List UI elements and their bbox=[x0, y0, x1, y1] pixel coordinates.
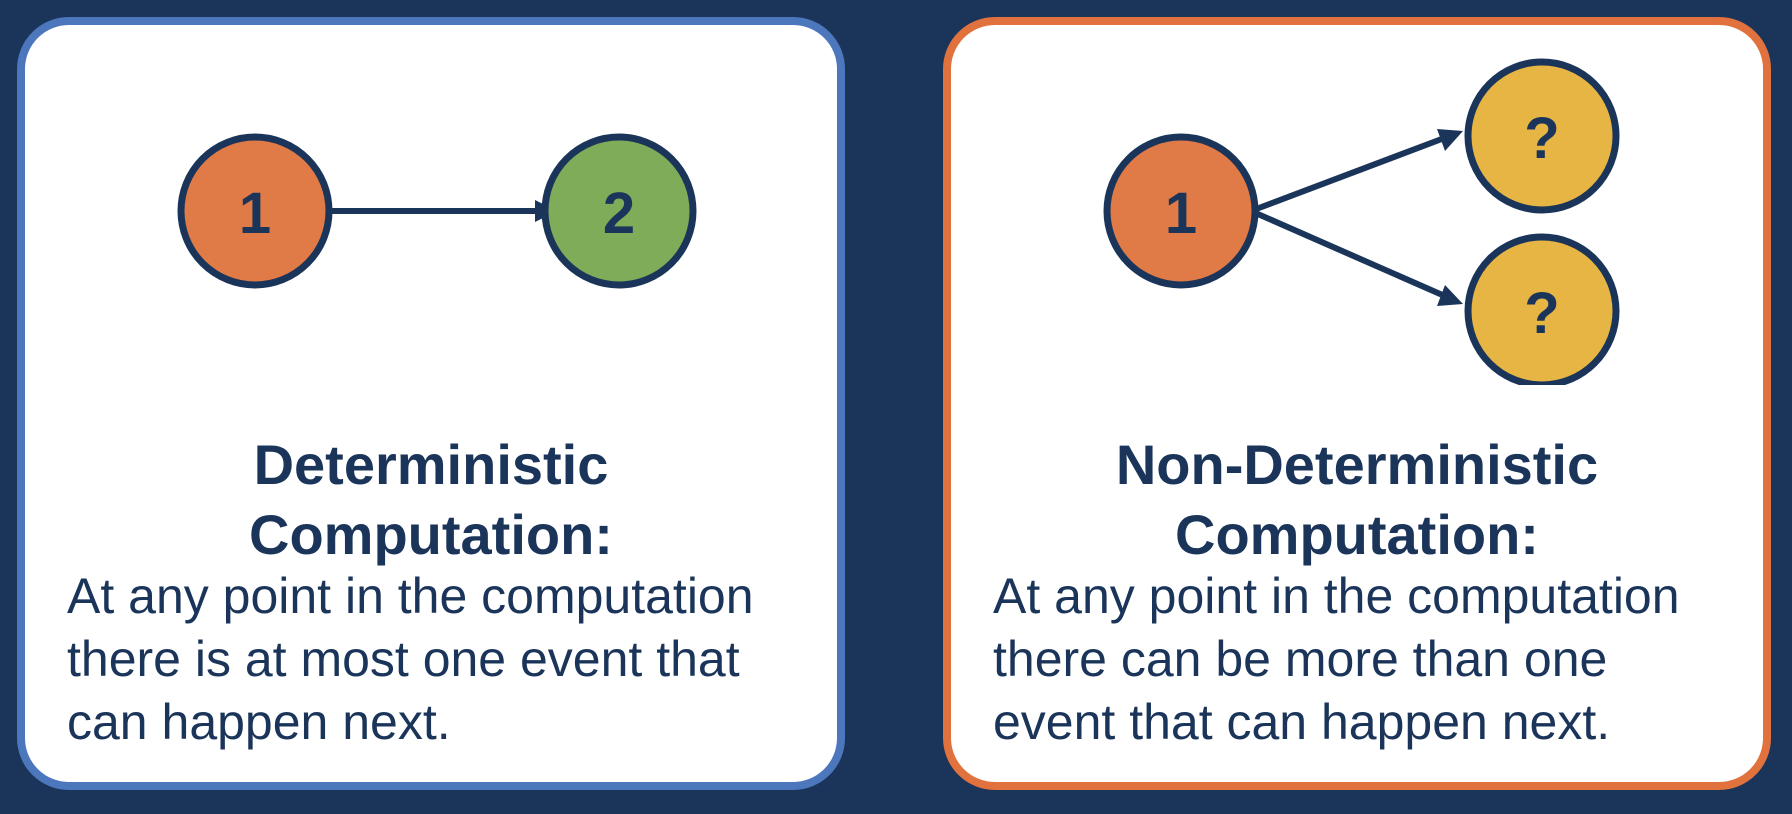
arrow-1-to-bottom bbox=[1249, 208, 1449, 300]
deterministic-diagram: 1 2 bbox=[177, 133, 697, 289]
svg-text:2: 2 bbox=[603, 181, 635, 246]
arrow-1-to-top bbox=[1249, 134, 1449, 214]
arrowhead-bottom bbox=[1437, 285, 1463, 306]
node-1: 1 bbox=[1103, 133, 1259, 289]
node-1: 1 bbox=[177, 133, 333, 289]
arrowhead-top bbox=[1437, 129, 1463, 151]
node-2: 2 bbox=[541, 133, 697, 289]
deterministic-description: At any point in the computation there is… bbox=[67, 568, 754, 750]
svg-text:?: ? bbox=[1524, 281, 1559, 346]
deterministic-heading: Deterministic Computation: bbox=[249, 433, 613, 566]
node-unknown-bottom: ? bbox=[1464, 233, 1620, 385]
non-deterministic-description: At any point in the computation there ca… bbox=[993, 568, 1680, 750]
svg-text:?: ? bbox=[1524, 106, 1559, 171]
svg-text:1: 1 bbox=[1165, 181, 1197, 246]
deterministic-panel: 1 2 Deterministic Computation: At any po… bbox=[17, 17, 845, 790]
non-deterministic-panel: 1 ? ? Non-Deterministic Computation: At … bbox=[943, 17, 1771, 790]
node-unknown-top: ? bbox=[1464, 58, 1620, 214]
non-deterministic-diagram: 1 ? ? bbox=[1103, 58, 1620, 385]
non-deterministic-heading: Non-Deterministic Computation: bbox=[1115, 433, 1599, 566]
svg-text:1: 1 bbox=[239, 181, 271, 246]
